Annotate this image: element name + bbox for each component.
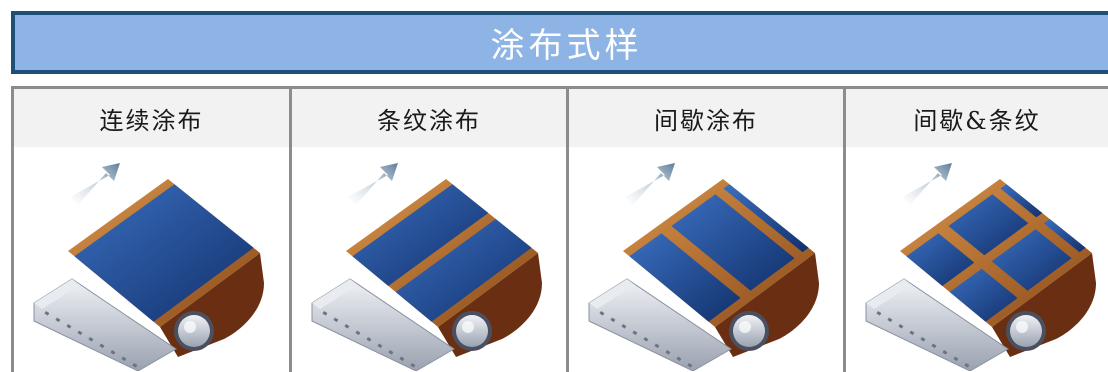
pattern-panels: 连续涂布 条纹涂布 间歇涂布 间歇&条纹	[11, 86, 1108, 372]
die-slot	[599, 311, 605, 316]
die-slot	[44, 311, 50, 316]
direction-arrow-icon	[902, 163, 952, 205]
panel-intermittent-stripe-coating: 间歇&条纹	[846, 89, 1108, 372]
die-slot	[687, 363, 693, 368]
die-slot	[88, 337, 94, 342]
intermittent-coating-illustration	[583, 161, 823, 371]
coating-die-top	[34, 279, 80, 309]
panel-label: 连续涂布	[14, 89, 289, 147]
coating-patch	[948, 194, 1029, 256]
die-slot	[665, 350, 671, 355]
coating-die	[311, 278, 455, 371]
intermittent-stripe-coating-illustration	[860, 161, 1100, 371]
roller-highlight	[462, 321, 474, 333]
die-slot	[898, 324, 904, 329]
coating-patch	[629, 233, 741, 322]
panel-label: 间歇&条纹	[846, 89, 1108, 147]
die-slot	[632, 330, 638, 336]
continuous-coating-svg	[33, 163, 264, 371]
die-slot	[99, 343, 105, 349]
coating-die	[33, 278, 177, 371]
coating-die-top	[866, 279, 912, 309]
die-slot	[77, 330, 83, 336]
stripe-coating-svg	[311, 163, 542, 371]
coating-die-top	[589, 279, 635, 309]
die-slot	[931, 343, 937, 349]
die-slot	[654, 343, 660, 349]
die-slot	[333, 317, 339, 323]
substrate-foil	[346, 179, 538, 327]
coating-patch	[1000, 184, 1043, 218]
panel-label: 间歇涂布	[569, 89, 843, 147]
die-slot	[344, 324, 350, 329]
title-bar: 涂布式样	[11, 11, 1108, 74]
die-slot	[621, 324, 627, 329]
coating-patch	[671, 194, 795, 291]
panel-continuous-coating: 连续涂布	[14, 89, 292, 372]
die-slot	[610, 317, 616, 323]
coating-patch	[723, 184, 809, 253]
die-slot	[399, 356, 405, 362]
die-slot	[355, 330, 361, 336]
coating-patch	[949, 268, 1018, 322]
die-slot	[55, 317, 61, 323]
page-title: 涂布式样	[490, 26, 643, 66]
die-slot	[377, 343, 383, 349]
die-slot	[942, 350, 948, 355]
roller-highlight	[1016, 321, 1028, 333]
die-slot	[132, 363, 138, 368]
coating-die-top	[312, 279, 358, 309]
die-slot	[322, 311, 328, 316]
panel-label: 条纹涂布	[292, 89, 566, 147]
direction-arrow-icon	[625, 163, 675, 205]
coating-patch	[1043, 219, 1086, 253]
continuous-coating-illustration	[28, 161, 268, 371]
direction-arrow-icon	[348, 163, 398, 205]
roller-highlight	[739, 321, 751, 333]
die-slot	[388, 350, 394, 355]
roller-highlight	[184, 321, 196, 333]
die-slot	[953, 356, 959, 362]
coating-stripe	[395, 219, 532, 322]
die-slot	[643, 337, 649, 342]
die-slot	[876, 311, 882, 316]
die-slot	[410, 363, 416, 368]
panel-stripe-coating: 条纹涂布	[292, 89, 569, 372]
substrate-foil	[900, 179, 1092, 327]
die-slot	[366, 337, 372, 342]
die-slot	[66, 324, 72, 329]
stripe-coating-illustration	[306, 161, 546, 371]
die-slot	[676, 356, 682, 362]
die-slot	[110, 350, 116, 355]
die-slot	[964, 363, 970, 368]
die-slot	[121, 356, 127, 362]
coating-layer	[74, 184, 254, 322]
die-slot	[920, 337, 926, 342]
intermittent-stripe-coating-svg	[865, 163, 1096, 371]
intermittent-coating-svg	[588, 163, 819, 371]
coating-patch	[991, 229, 1072, 291]
die-slot	[887, 317, 893, 323]
panel-intermittent-coating: 间歇涂布	[569, 89, 846, 372]
direction-arrow-icon	[70, 163, 120, 205]
coating-patch	[906, 233, 975, 286]
coating-stripe	[352, 184, 489, 286]
die-slot	[909, 330, 915, 336]
